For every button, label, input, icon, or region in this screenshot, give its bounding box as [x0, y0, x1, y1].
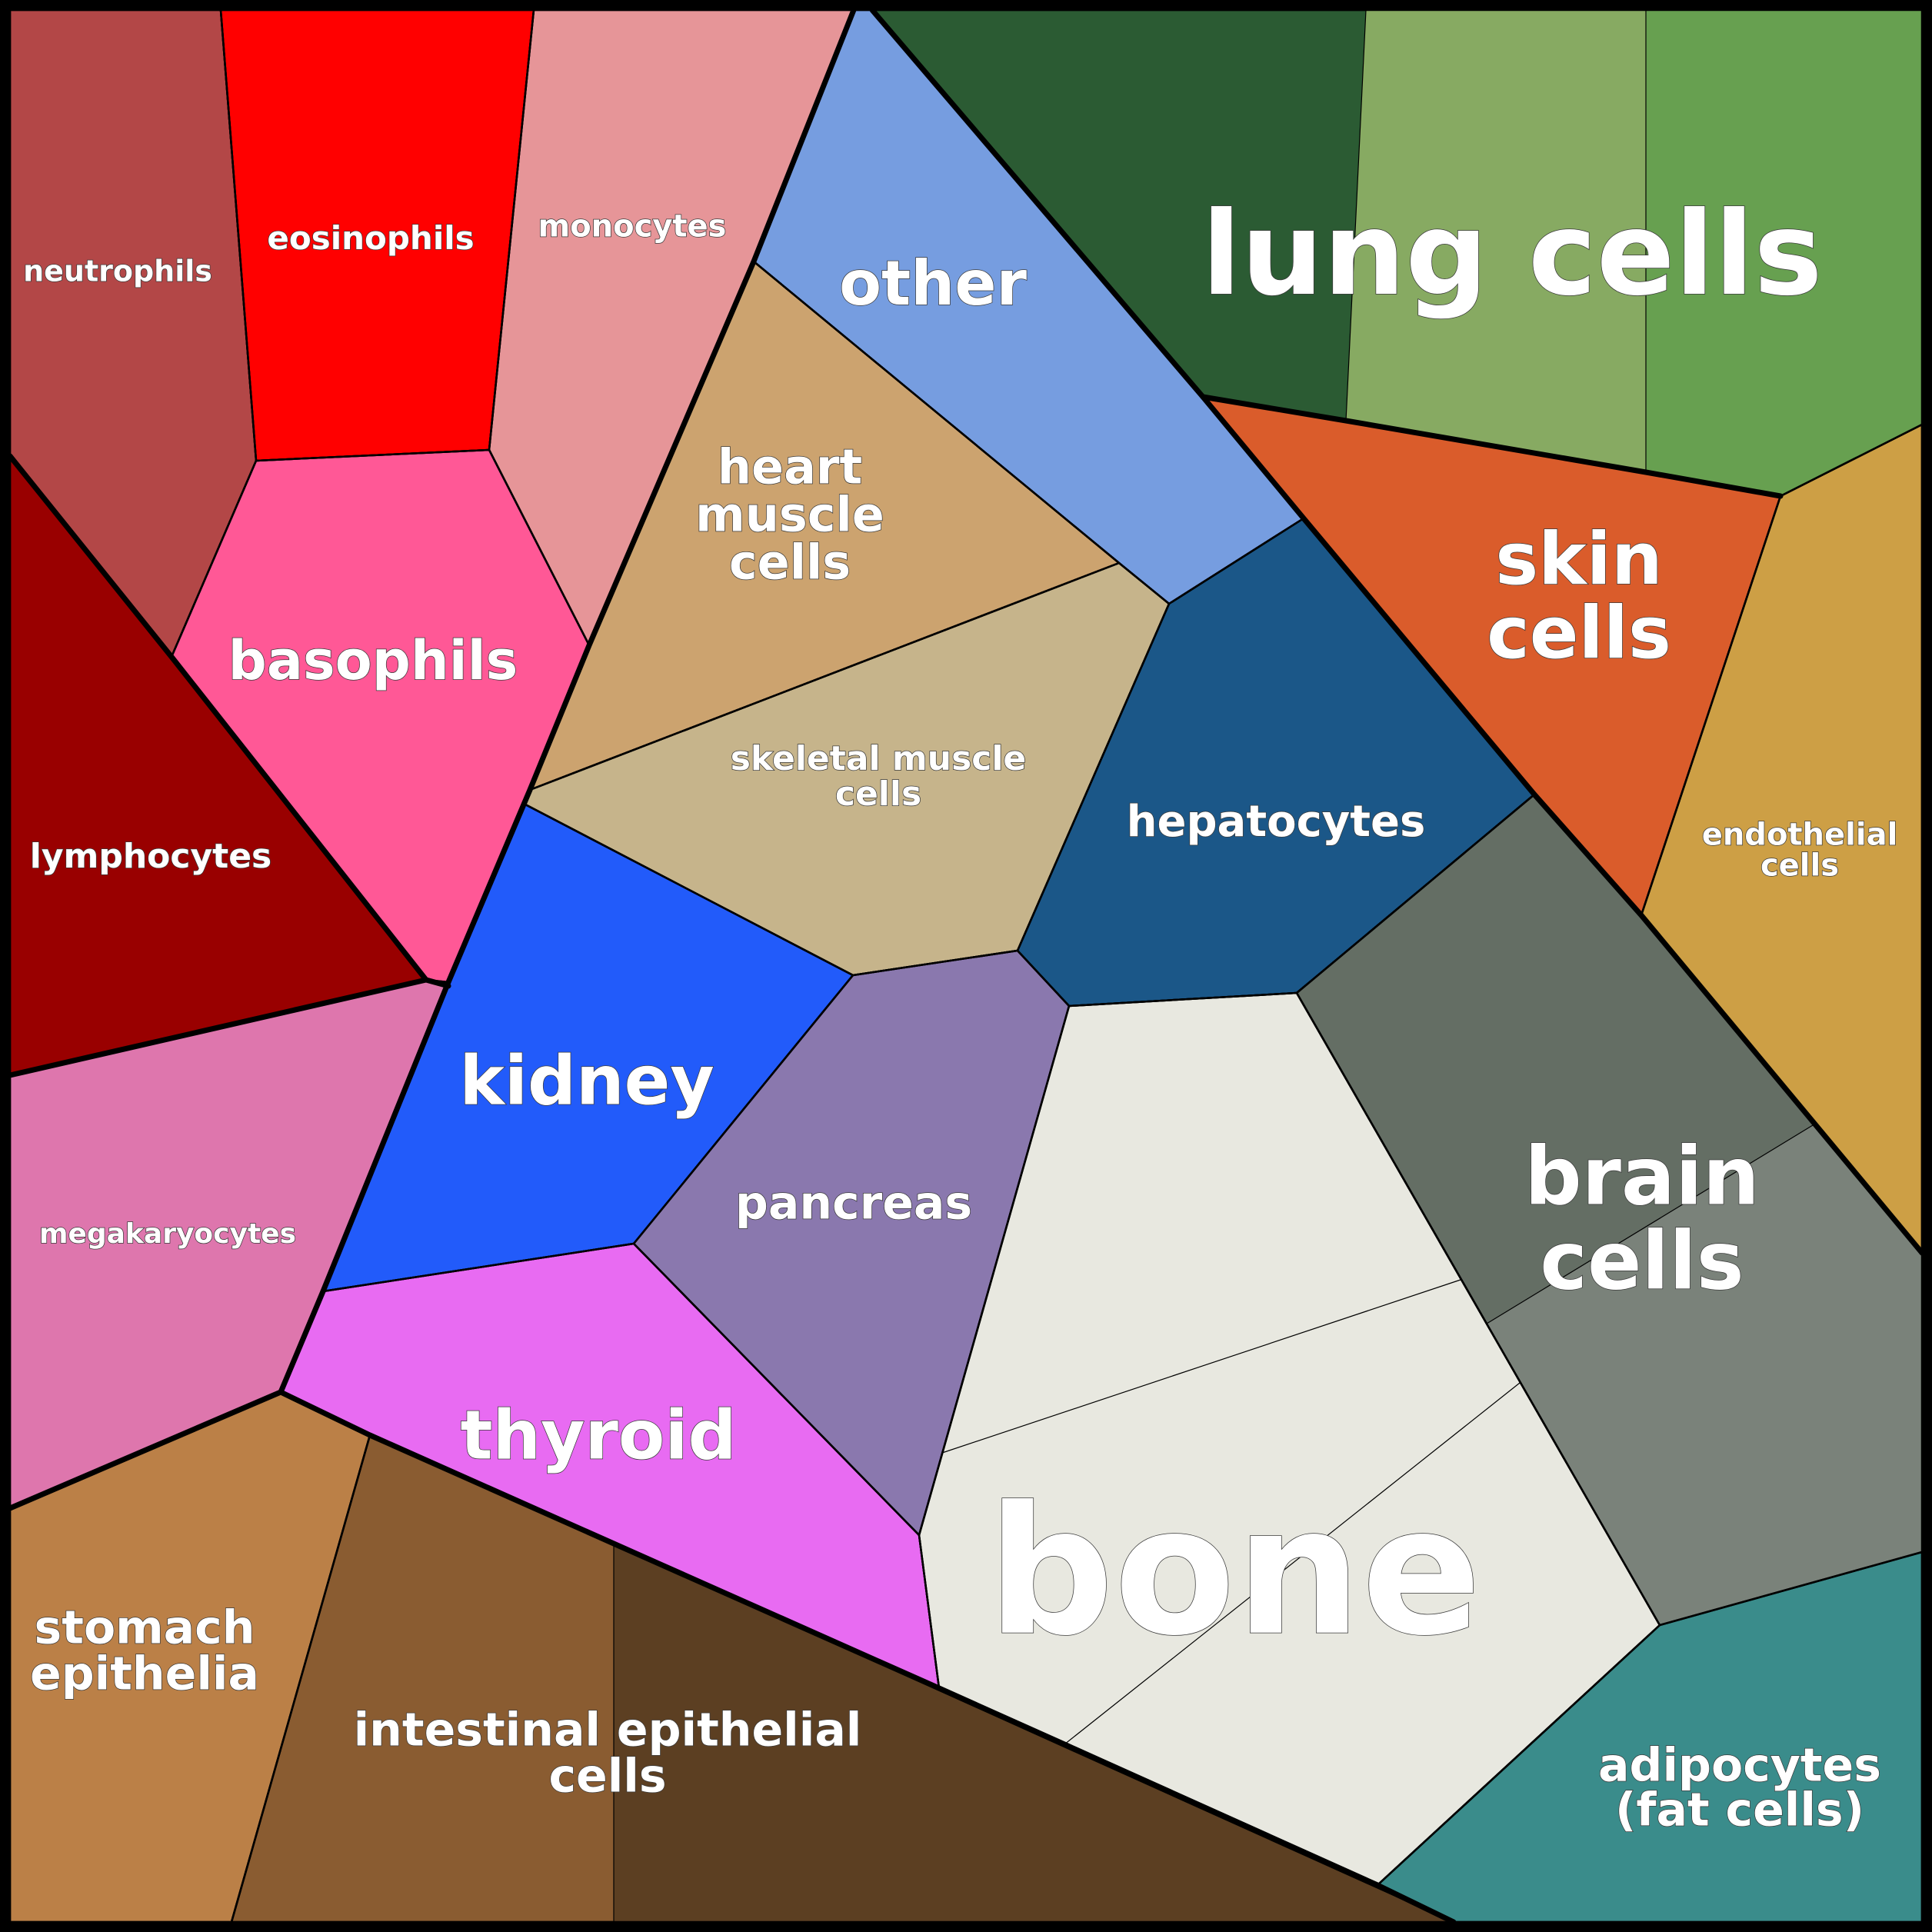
label-neutrophils: neutrophils	[23, 255, 212, 288]
label-line: cells	[835, 774, 921, 814]
group-border	[7, 977, 429, 1078]
subregion-lung-cells	[1346, 10, 1646, 472]
label-bone: bone	[988, 1470, 1481, 1675]
label-line: bone	[988, 1470, 1481, 1675]
label-monocytes: monocytes	[538, 208, 727, 244]
label-line: stomach	[35, 1601, 255, 1655]
group-border	[7, 1389, 1457, 1925]
label-line: neutrophils	[23, 255, 212, 288]
label-basophils: basophils	[228, 629, 518, 692]
label-line: cells	[1760, 848, 1839, 883]
subdivision-line	[1064, 1382, 1521, 1745]
label-line: heart	[718, 438, 862, 495]
label-adipocytes: adipocytes(fat cells)	[1598, 1739, 1881, 1837]
label-line: thyroid	[460, 1396, 736, 1475]
label-line: brain	[1524, 1129, 1760, 1223]
label-line: intestinal epithelial	[354, 1704, 862, 1757]
label-line: cells	[729, 534, 851, 590]
subregion-lung-cells	[1646, 10, 1922, 496]
label-line: endothelial	[1702, 817, 1898, 852]
subdivision-line	[1345, 9, 1367, 421]
label-hepatocytes: hepatocytes	[1127, 797, 1426, 847]
label-line: eosinophils	[267, 219, 474, 257]
subregion-brain-cells	[1487, 1125, 1922, 1625]
label-line: skeletal muscle	[731, 739, 1027, 778]
label-line: cells	[1487, 591, 1671, 675]
label-line: hepatocytes	[1127, 797, 1426, 847]
label-lung-cells: lung cells	[1201, 188, 1822, 321]
label-line: skin	[1495, 518, 1663, 601]
label-line: megakaryocytes	[39, 1218, 296, 1250]
label-line: muscle	[695, 486, 884, 542]
label-line: other	[839, 248, 1027, 319]
label-line: lymphocytes	[30, 837, 272, 876]
label-lymphocytes: lymphocytes	[30, 837, 272, 876]
label-line: cells	[548, 1750, 666, 1804]
group-border	[869, 7, 1925, 1256]
label-line: kidney	[459, 1041, 714, 1121]
label-thyroid: thyroid	[460, 1396, 736, 1475]
label-line: epithelia	[30, 1647, 259, 1701]
label-pancreas: pancreas	[735, 1177, 972, 1231]
label-other: other	[839, 248, 1027, 319]
label-kidney: kidney	[459, 1041, 714, 1121]
label-line: monocytes	[538, 208, 727, 244]
subdivision-line	[1486, 1124, 1814, 1324]
label-megakaryocytes: megakaryocytes	[39, 1218, 296, 1250]
group-border	[278, 7, 857, 1395]
label-line: pancreas	[735, 1177, 972, 1231]
subdivision-line	[941, 1279, 1461, 1454]
label-line: lung cells	[1201, 188, 1822, 321]
group-border	[7, 453, 451, 989]
label-line: cells	[1540, 1214, 1744, 1307]
label-eosinophils: eosinophils	[267, 219, 474, 257]
label-line: basophils	[228, 629, 518, 692]
label-line: (fat cells)	[1615, 1784, 1864, 1837]
group-border	[1200, 394, 1784, 499]
label-line: adipocytes	[1598, 1739, 1881, 1793]
